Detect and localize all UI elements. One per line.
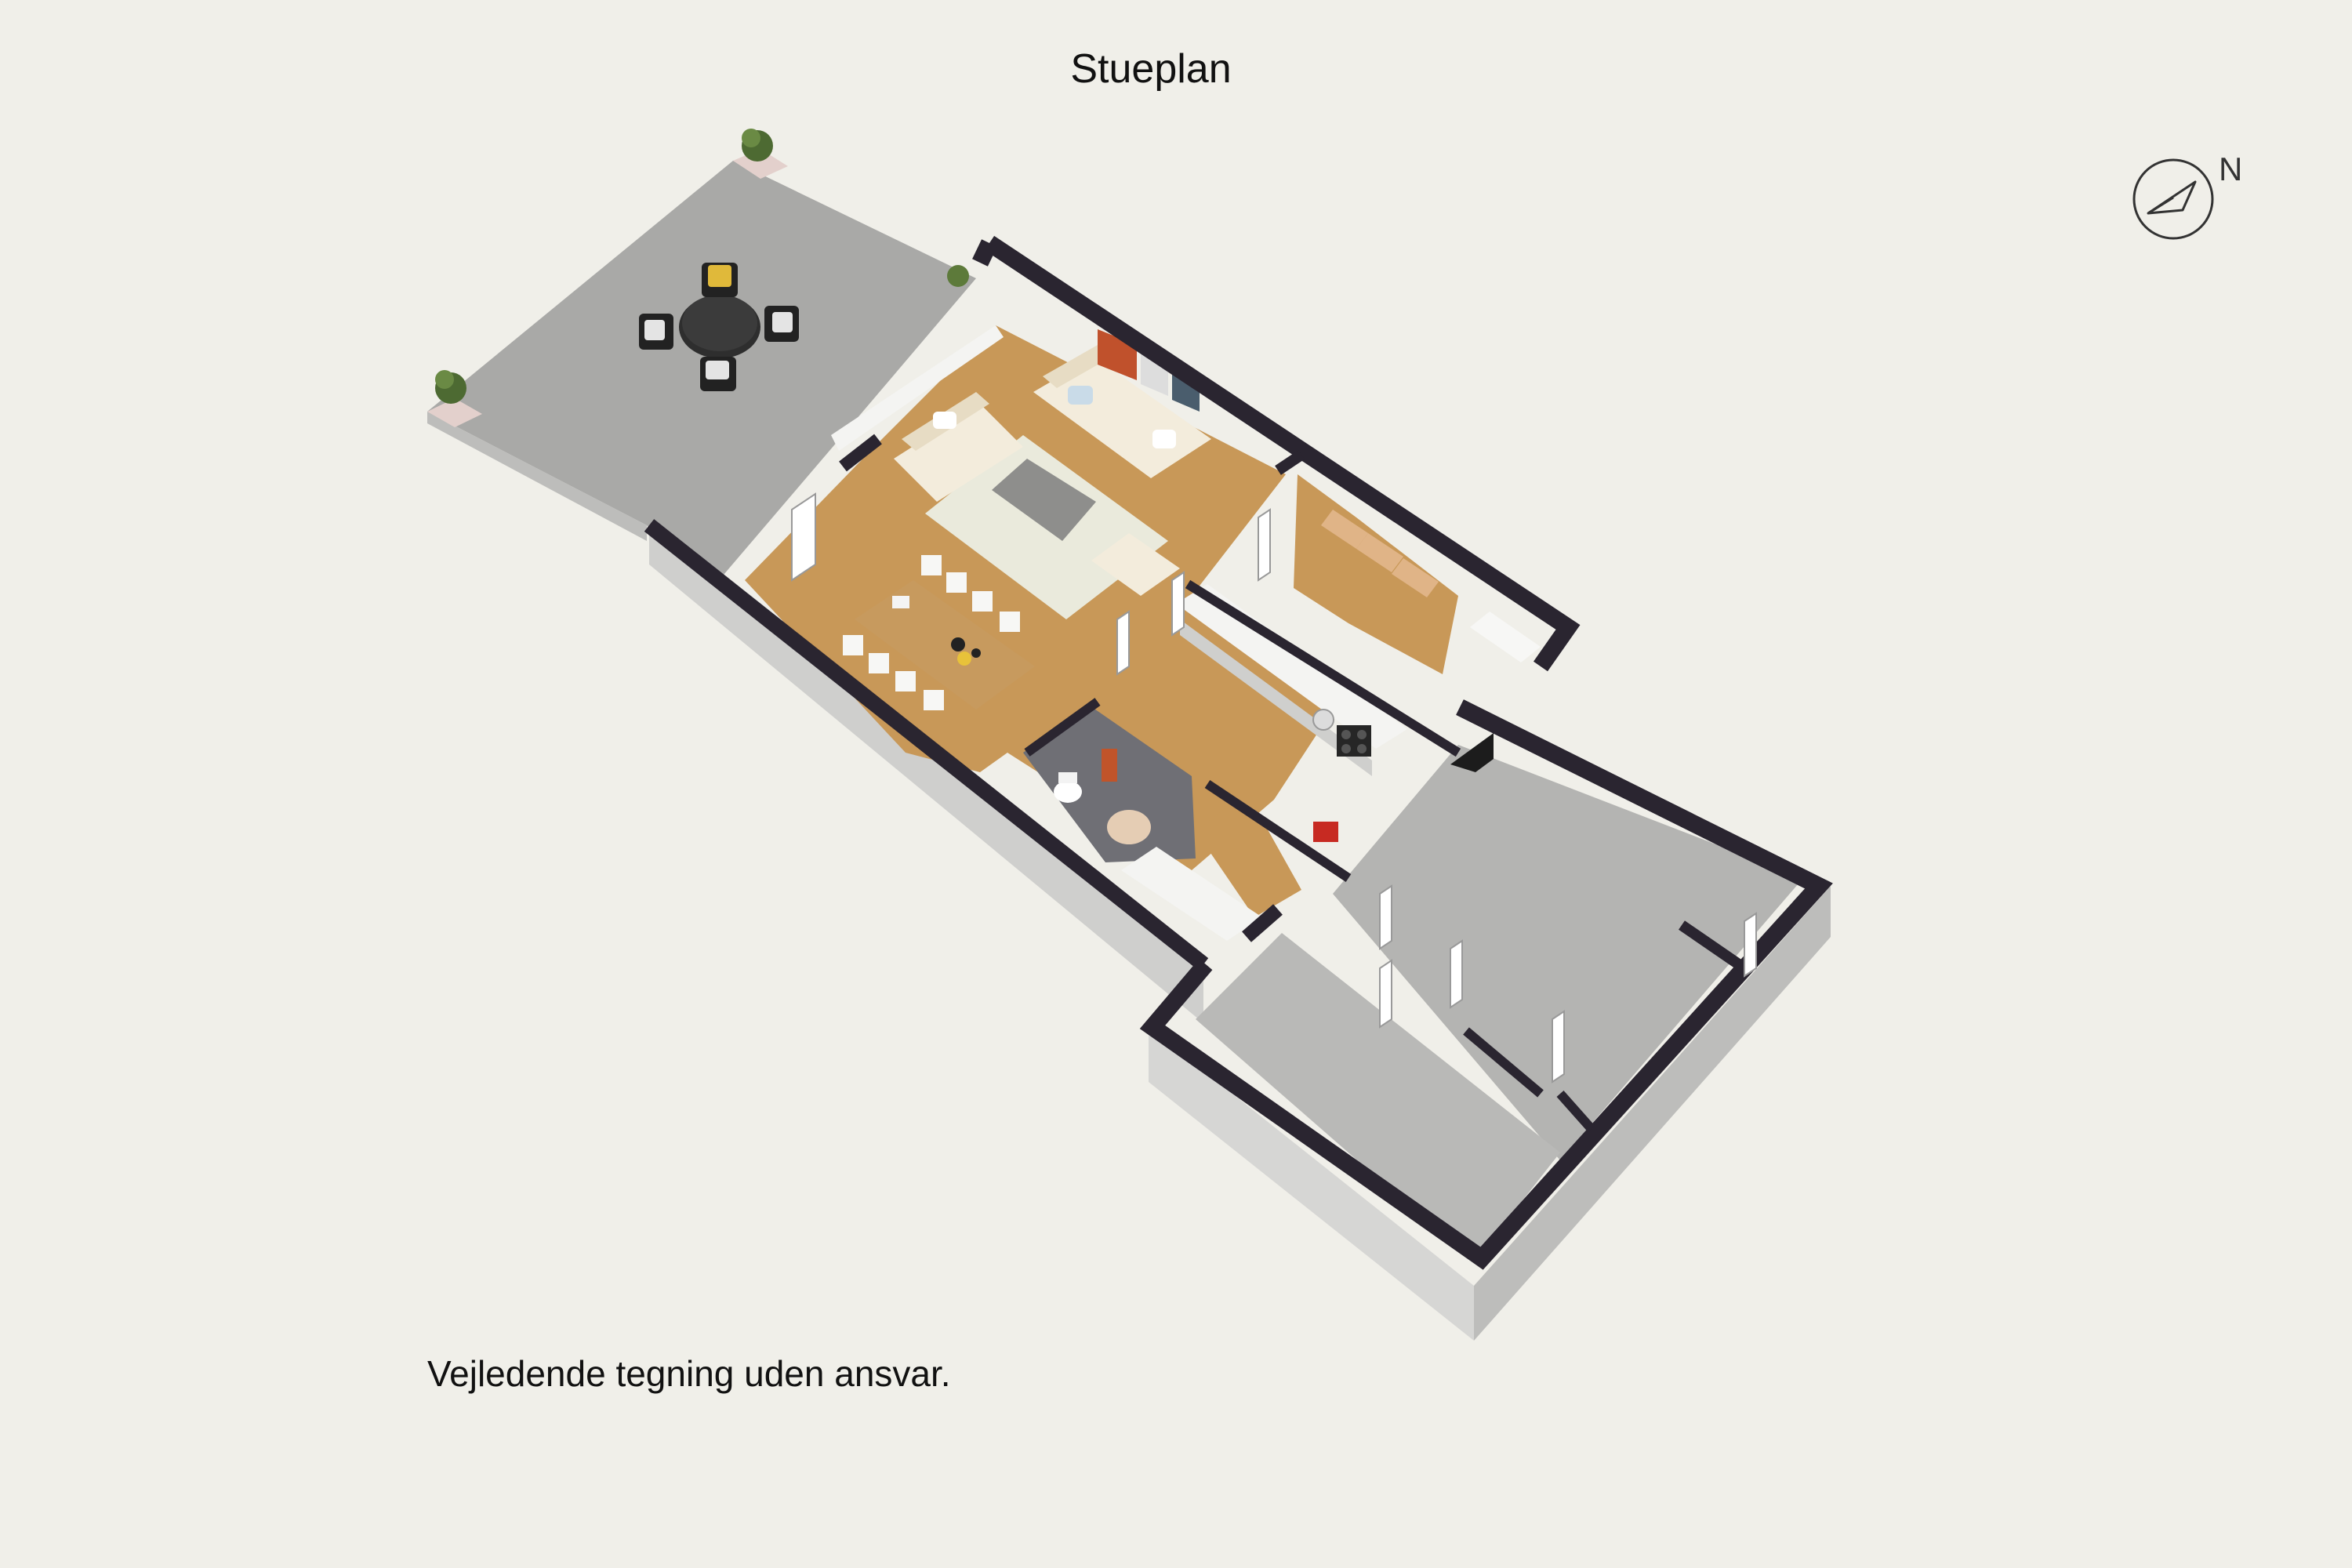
outdoor-table-icon (639, 263, 799, 391)
entrance-arrow-icon (1450, 733, 1494, 772)
planter-icon (427, 370, 482, 427)
storage-floor (1196, 933, 1560, 1262)
door-icon (791, 492, 1757, 1083)
compass-icon (2132, 158, 2214, 240)
sofa-icon (894, 392, 1023, 502)
appliance-icon (1313, 822, 1338, 842)
stairs-icon (1321, 510, 1439, 597)
disclaimer: Vejledende tegning uden ansvar. (427, 1353, 951, 1394)
kitchen-counter (1176, 584, 1407, 776)
toilet-icon (1054, 772, 1082, 803)
sink-icon (1312, 709, 1334, 731)
dining-chair-icon (843, 555, 1020, 710)
bathroom (1023, 706, 1196, 862)
armchair-icon (1091, 533, 1180, 596)
planter-icon (947, 265, 969, 287)
planter-icon (733, 129, 788, 179)
sofa-icon (1033, 345, 1211, 478)
walls (644, 235, 1833, 1270)
garage-floor (1333, 745, 1803, 1160)
dining-table-icon (855, 580, 1035, 710)
stove-icon (1337, 725, 1371, 757)
page-title: Stueplan (1070, 46, 1232, 92)
compass-north-label: N (2219, 151, 2243, 187)
building-side-walls (649, 525, 1831, 1341)
coffee-table-icon (992, 459, 1096, 541)
